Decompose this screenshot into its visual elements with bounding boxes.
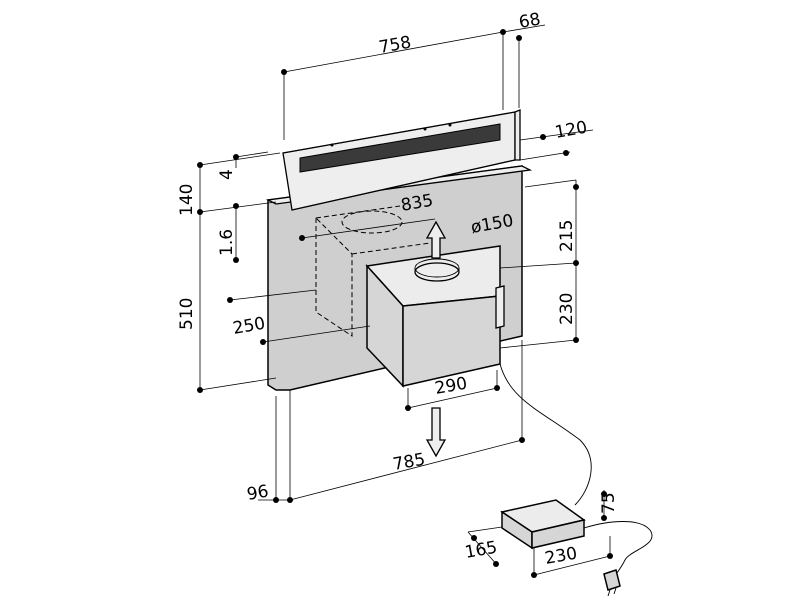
vent-lift: [282, 109, 521, 211]
control-box: [500, 499, 586, 550]
dim-68: 68: [517, 9, 542, 32]
dimension-lines: [197, 24, 613, 578]
hidden-duct: [315, 205, 431, 337]
dim-4: 4: [217, 169, 237, 180]
dim-165: 165: [463, 538, 498, 563]
power-cable: [499, 363, 592, 506]
airflow-arrow-up: [425, 220, 447, 259]
dim-510: 510: [177, 298, 197, 330]
dim-230-motor: 230: [557, 293, 577, 325]
dim-215: 215: [557, 220, 577, 252]
dim-250: 250: [231, 314, 266, 339]
dim-758: 758: [377, 33, 412, 58]
plug-cable: [583, 521, 653, 597]
airflow-arrow-down: [425, 407, 447, 458]
dim-75: 75: [599, 492, 619, 514]
dim-96: 96: [245, 481, 270, 504]
dim-120: 120: [553, 118, 588, 143]
dim-1-6: 1.6: [217, 229, 237, 256]
dim-140: 140: [177, 184, 197, 216]
dim-785: 785: [391, 450, 426, 475]
motor-box: [365, 245, 505, 388]
